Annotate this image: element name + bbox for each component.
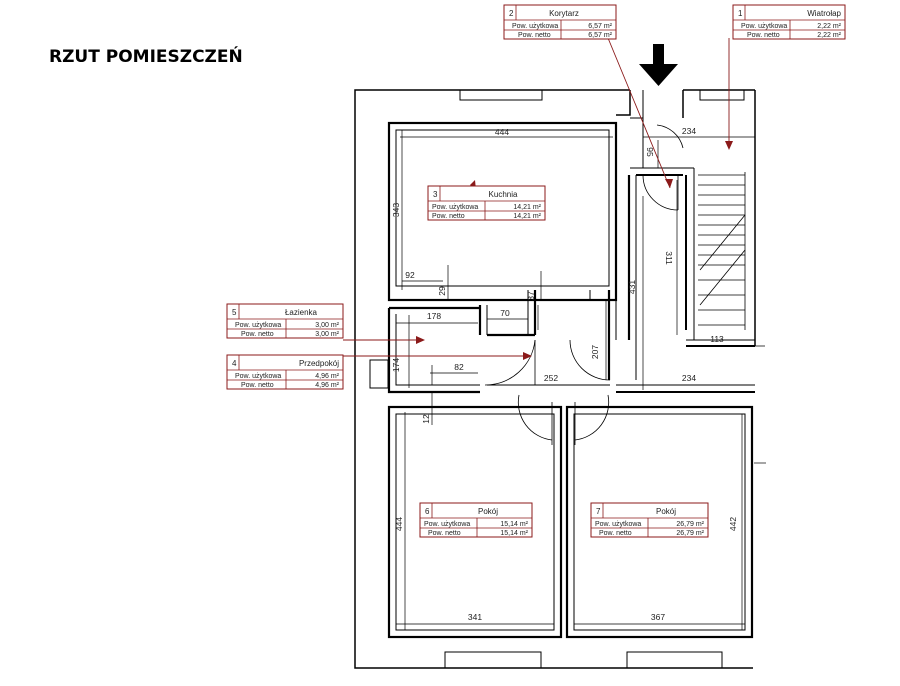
dim-bath-178: 178 (427, 311, 441, 321)
dim-room6-width: 341 (468, 612, 482, 622)
dim-hall-82: 82 (454, 362, 464, 372)
usable-area-label: Pow. użytkowa (235, 322, 281, 329)
net-area-label: Pow. netto (432, 213, 465, 220)
net-area-label: Pow. netto (241, 331, 274, 338)
usable-area-value: 15,14 m² (500, 521, 528, 528)
net-area-label: Pow. netto (518, 32, 551, 39)
usable-area-label: Pow. użytkowa (432, 204, 478, 211)
net-area-value: 3,00 m² (315, 331, 339, 338)
dim-stair-113: 113 (710, 334, 724, 344)
dim-bath-70: 70 (500, 308, 510, 318)
leader-lines (343, 37, 730, 357)
dim-hall-174: 174 (391, 358, 401, 372)
net-area-value: 15,14 m² (500, 530, 528, 537)
net-area-label: Pow. netto (747, 32, 780, 39)
net-area-value: 14,21 m² (513, 213, 541, 220)
room-number: 1 (738, 9, 743, 18)
room-number: 5 (232, 308, 237, 317)
doors (484, 124, 684, 445)
dim-stair-311: 311 (664, 251, 674, 265)
room-label-4: 4 Przedpokój Pow. użytkowa 4,96 m² Pow. … (226, 354, 344, 390)
room-label-7: 7 Pokój Pow. użytkowa 26,79 m² Pow. nett… (590, 502, 709, 538)
room-6-walls (387, 405, 563, 639)
room-label-3: 3 Kuchnia Pow. użytkowa 14,21 m² Pow. ne… (427, 185, 546, 221)
room-name: Pokój (478, 507, 498, 516)
room-number: 6 (425, 507, 430, 516)
dim-kitchen-height: 343 (391, 203, 401, 217)
room-7-walls (565, 405, 754, 639)
room-name: Wiatrołap (807, 9, 841, 18)
dim-corridor-207: 207 (590, 345, 600, 359)
exterior-walls (354, 89, 756, 669)
leader-arrow-corridor-icon (665, 179, 673, 188)
room-name: Pokój (656, 507, 676, 516)
dimension-lines (396, 130, 766, 630)
staircase (698, 172, 746, 330)
usable-area-value: 6,57 m² (588, 23, 612, 30)
dim-kitchen-29: 29 (437, 286, 447, 296)
room-number: 4 (232, 359, 237, 368)
room-name: Korytarz (549, 9, 579, 18)
usable-area-label: Pow. użytkowa (512, 23, 558, 30)
leader-arrow-bathroom-icon (416, 336, 425, 344)
net-area-label: Pow. netto (428, 530, 461, 537)
room-label-5: 5 Łazienka Pow. użytkowa 3,00 m² Pow. ne… (226, 303, 344, 339)
page-title: RZUT POMIESZCZEŃ (49, 45, 243, 67)
dim-kitchen-37: 37 (526, 291, 536, 301)
room-labels: 1 Wiatrołap Pow. użytkowa 2,22 m² Pow. n… (226, 4, 846, 538)
room-label-2: 2 Korytarz Pow. użytkowa 6,57 m² Pow. ne… (503, 4, 617, 40)
dim-hall-252: 252 (544, 373, 558, 383)
net-area-value: 4,96 m² (315, 382, 339, 389)
dim-room7-height: 442 (728, 517, 738, 531)
net-area-value: 6,57 m² (588, 32, 612, 39)
dim-vestibule-95: 95 (645, 147, 655, 157)
room-kitchen-walls (387, 121, 618, 302)
room-number: 2 (509, 9, 514, 18)
usable-area-label: Pow. użytkowa (595, 521, 641, 528)
usable-area-label: Pow. użytkowa (741, 23, 787, 30)
dim-vestibule-width: 234 (682, 126, 696, 136)
dim-corridor-431: 431 (627, 280, 637, 294)
dim-room6-height: 444 (394, 517, 404, 531)
net-area-value: 26,79 m² (676, 530, 704, 537)
usable-area-value: 4,96 m² (315, 373, 339, 380)
room-number: 7 (596, 507, 601, 516)
dim-room7-width: 367 (651, 612, 665, 622)
room-number: 3 (433, 190, 438, 199)
usable-area-label: Pow. użytkowa (235, 373, 281, 380)
net-area-value: 2,22 m² (817, 32, 841, 39)
net-area-label: Pow. netto (599, 530, 632, 537)
usable-area-value: 14,21 m² (513, 204, 541, 211)
usable-area-value: 26,79 m² (676, 521, 704, 528)
room-label-1: 1 Wiatrołap Pow. użytkowa 2,22 m² Pow. n… (732, 4, 846, 40)
room-name: Łazienka (285, 308, 318, 317)
dim-kitchen-92: 92 (405, 270, 415, 280)
room-name: Kuchnia (489, 190, 518, 199)
dim-kitchen-width: 444 (495, 127, 509, 137)
usable-area-value: 2,22 m² (817, 23, 841, 30)
dim-wall-12: 12 (421, 414, 431, 424)
entrance-arrow-icon (639, 44, 678, 86)
leader-arrow-hall-icon (523, 352, 532, 360)
room-name: Przedpokój (299, 359, 339, 368)
usable-area-label: Pow. użytkowa (424, 521, 470, 528)
room-label-6: 6 Pokój Pow. użytkowa 15,14 m² Pow. nett… (419, 502, 533, 538)
usable-area-value: 3,00 m² (315, 322, 339, 329)
leader-arrow-vestibule-icon (725, 141, 733, 150)
net-area-label: Pow. netto (241, 382, 274, 389)
dim-hall-234: 234 (682, 373, 696, 383)
